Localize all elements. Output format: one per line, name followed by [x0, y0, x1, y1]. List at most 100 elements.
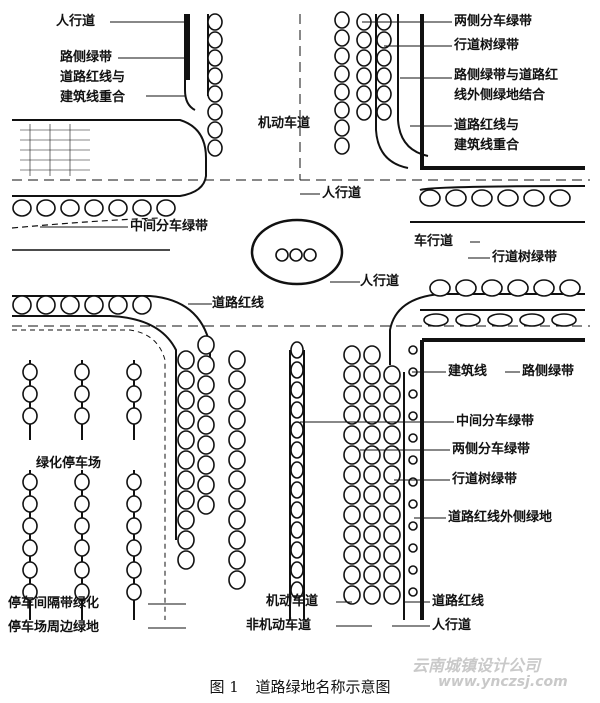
- label-motorway-bottom: 机动车道: [266, 594, 319, 609]
- tree: [408, 433, 418, 443]
- tree: [228, 470, 246, 490]
- tree: [408, 411, 418, 421]
- tree: [12, 199, 32, 217]
- tree: [559, 279, 581, 297]
- tree: [363, 585, 381, 605]
- tree: [290, 581, 304, 599]
- tree: [356, 49, 372, 67]
- label-red-line-top-right-1: 道路红线与: [454, 118, 520, 133]
- tree: [177, 410, 195, 430]
- tree: [22, 583, 38, 601]
- tree: [523, 189, 545, 207]
- tree: [74, 363, 90, 381]
- tree: [228, 490, 246, 510]
- tree: [408, 565, 418, 575]
- tree: [84, 295, 104, 315]
- tree: [334, 101, 350, 119]
- tree: [60, 199, 80, 217]
- tree: [408, 345, 418, 355]
- tree: [22, 561, 38, 579]
- tree: [22, 539, 38, 557]
- tree: [376, 85, 392, 103]
- tree: [177, 390, 195, 410]
- tree: [74, 517, 90, 535]
- tree: [290, 441, 304, 459]
- tree: [356, 103, 372, 121]
- tree: [363, 425, 381, 445]
- tree: [383, 445, 401, 465]
- tree: [408, 455, 418, 465]
- tree: [356, 85, 372, 103]
- label-carriageway-right: 车行道: [414, 234, 454, 249]
- tree: [334, 29, 350, 47]
- tree: [343, 465, 361, 485]
- tree: [334, 83, 350, 101]
- tree: [334, 119, 350, 137]
- tree: [12, 295, 32, 315]
- tree: [177, 490, 195, 510]
- tree: [290, 481, 304, 499]
- tree: [74, 385, 90, 403]
- tree: [60, 295, 80, 315]
- tree: [197, 475, 215, 495]
- tree: [228, 410, 246, 430]
- tree: [126, 583, 142, 601]
- label-non-motor-bottom: 非机动车道: [246, 618, 312, 633]
- tree: [363, 525, 381, 545]
- watermark-org: 云南城镇设计公司: [412, 656, 541, 675]
- tree: [177, 350, 195, 370]
- tree: [363, 465, 381, 485]
- label-green-parking: 绿化停车场: [36, 456, 102, 471]
- tree: [197, 415, 215, 435]
- tree: [126, 495, 142, 513]
- tree: [290, 541, 304, 559]
- tree: [303, 248, 317, 262]
- tree: [343, 565, 361, 585]
- figure-number: 图 1: [209, 678, 239, 696]
- label-parking-strip: 停车间隔带绿化: [8, 596, 100, 611]
- label-sidewalk-right-top: 人行道: [322, 186, 362, 201]
- label-red-line-top-left-2: 建筑线重合: [60, 90, 126, 105]
- tree: [126, 385, 142, 403]
- tree: [290, 461, 304, 479]
- tree: [343, 345, 361, 365]
- tree: [228, 350, 246, 370]
- tree: [207, 31, 223, 49]
- tree: [290, 421, 304, 439]
- tree: [22, 517, 38, 535]
- tree: [207, 139, 223, 157]
- tree: [177, 370, 195, 390]
- tree: [156, 199, 176, 217]
- tree: [207, 121, 223, 139]
- tree: [290, 341, 304, 359]
- tree: [408, 499, 418, 509]
- tree: [343, 545, 361, 565]
- tree: [507, 279, 529, 297]
- tree: [108, 295, 128, 315]
- tree: [408, 587, 418, 597]
- label-street-tree-lower: 行道树绿带: [452, 472, 518, 487]
- tree: [290, 361, 304, 379]
- tree: [408, 543, 418, 553]
- tree: [383, 365, 401, 385]
- tree: [197, 355, 215, 375]
- tree: [334, 47, 350, 65]
- label-roadside-belt-top-left: 路侧绿带: [60, 50, 113, 65]
- label-sidewalk-right-mid: 人行道: [360, 274, 400, 289]
- tree: [343, 445, 361, 465]
- tree: [177, 510, 195, 530]
- tree: [363, 445, 381, 465]
- tree: [343, 385, 361, 405]
- tree: [197, 395, 215, 415]
- tree: [383, 525, 401, 545]
- label-street-tree-top: 行道树绿带: [454, 38, 520, 53]
- tree: [363, 345, 381, 365]
- tree: [207, 67, 223, 85]
- figure-title: 道路绿地名称示意图: [255, 678, 391, 696]
- tree: [356, 31, 372, 49]
- tree: [376, 67, 392, 85]
- label-sidewalk-bottom: 人行道: [432, 618, 472, 633]
- tree: [228, 390, 246, 410]
- tree: [455, 279, 477, 297]
